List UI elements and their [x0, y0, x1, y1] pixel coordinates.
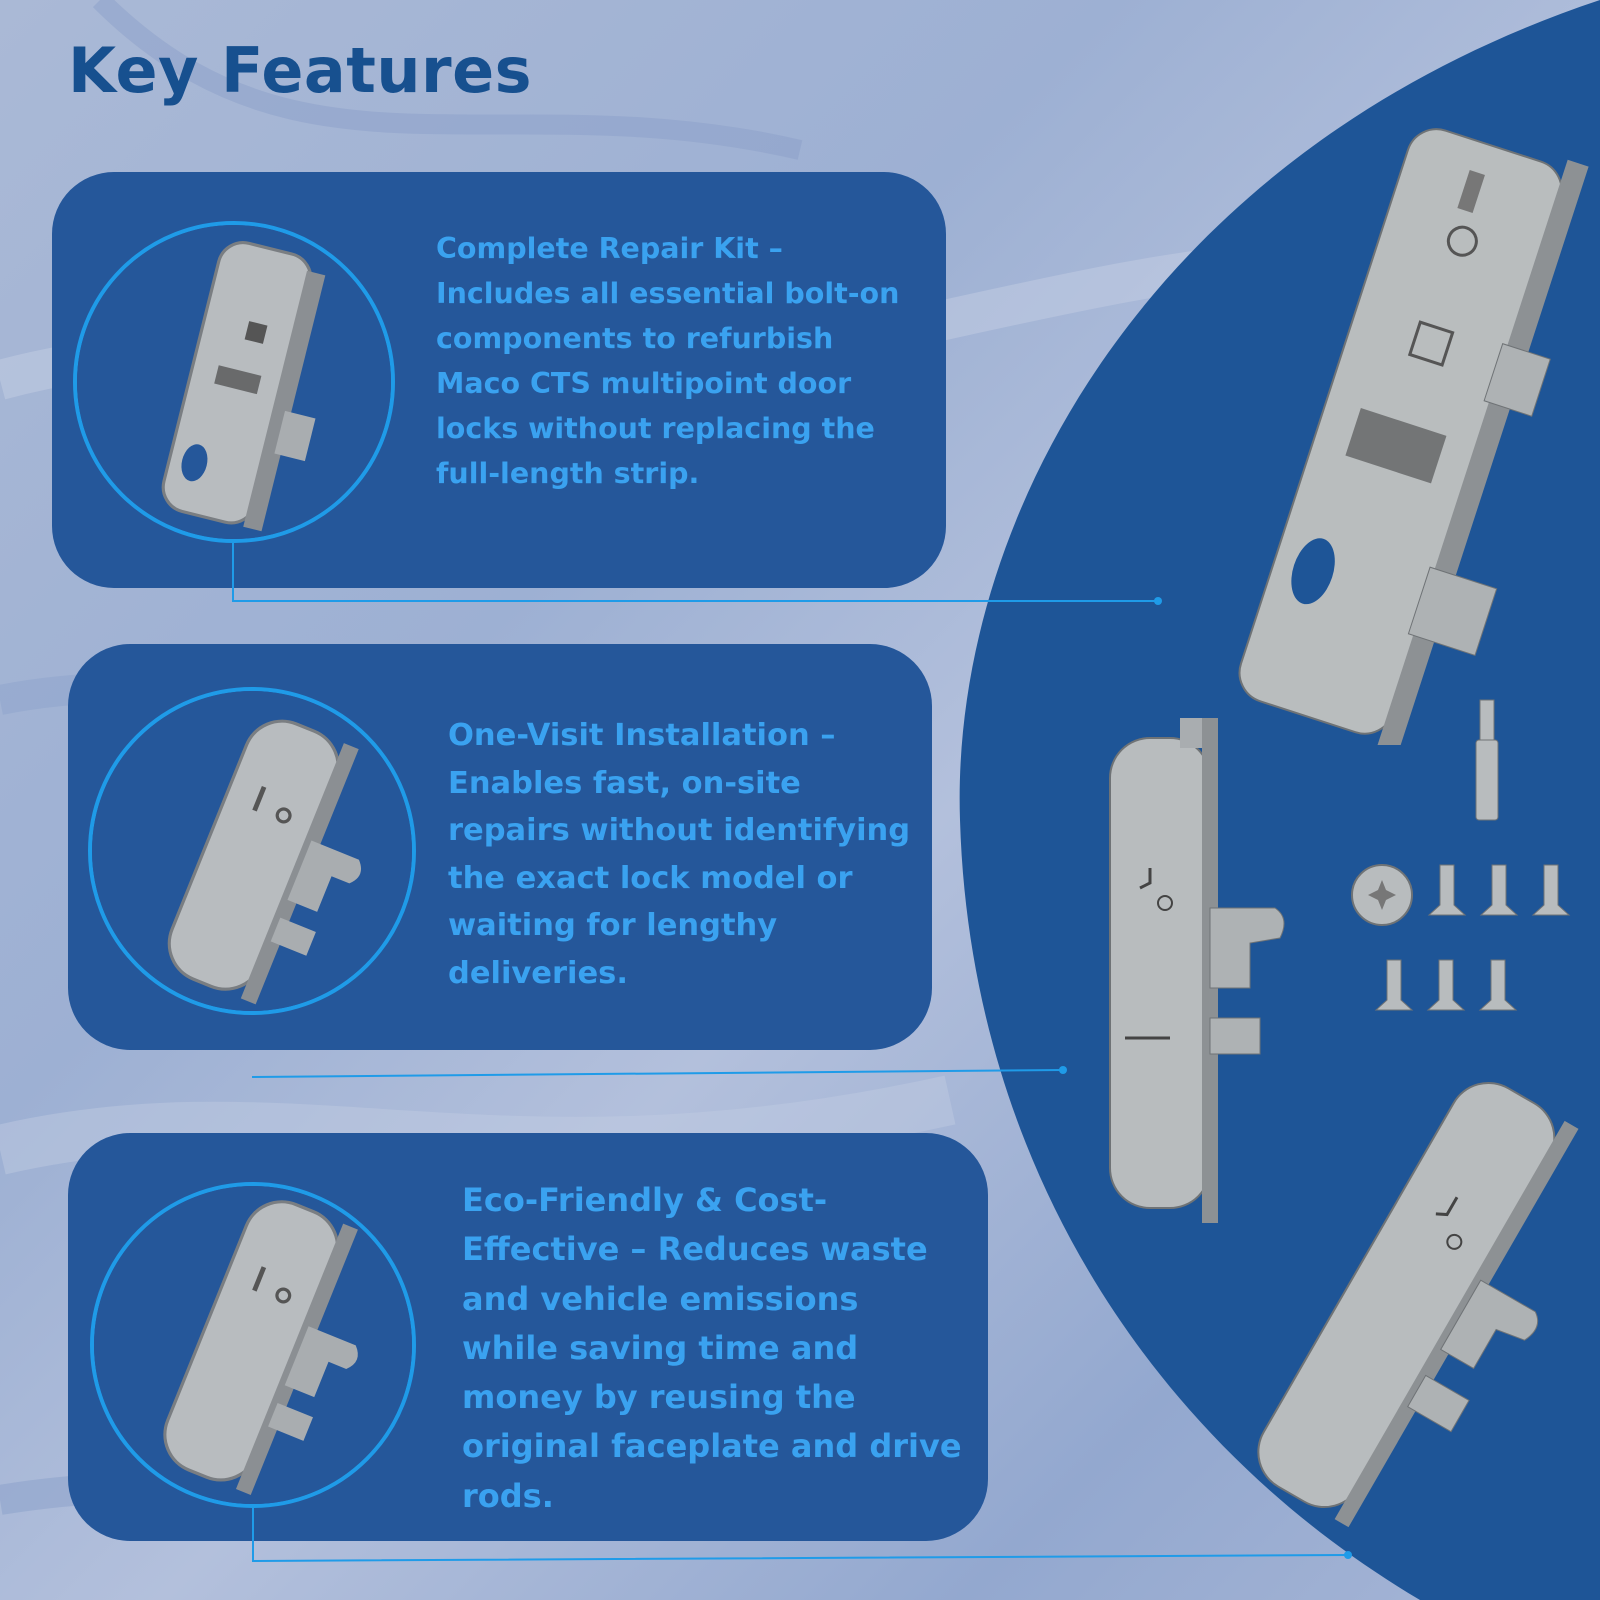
feature-1-image: [73, 221, 395, 543]
page-title: Key Features: [68, 34, 533, 107]
feature-1-text: Complete Repair Kit – Includes all essen…: [436, 232, 900, 490]
lock-case-photo-icon: [77, 225, 391, 539]
feature-2-text: One-Visit Installation – Enables fast, o…: [448, 718, 911, 991]
hook-lock-case-photo: [1109, 718, 1285, 1223]
hook-lock-case-angled-photo: [1257, 1081, 1579, 1528]
feature-2-image: [88, 687, 416, 1015]
feature-3-text: Eco-Friendly & Cost-Effective – Reduces …: [462, 1181, 962, 1515]
screws-icon: [1351, 699, 1571, 1011]
main-lock-case-photo: [1238, 128, 1589, 745]
hook-lock-case-photo-icon: [92, 691, 412, 1011]
feature-3-image: [90, 1182, 416, 1508]
torx-bit-icon: [1475, 699, 1499, 821]
hook-lock-case-photo-icon: [94, 1186, 412, 1504]
